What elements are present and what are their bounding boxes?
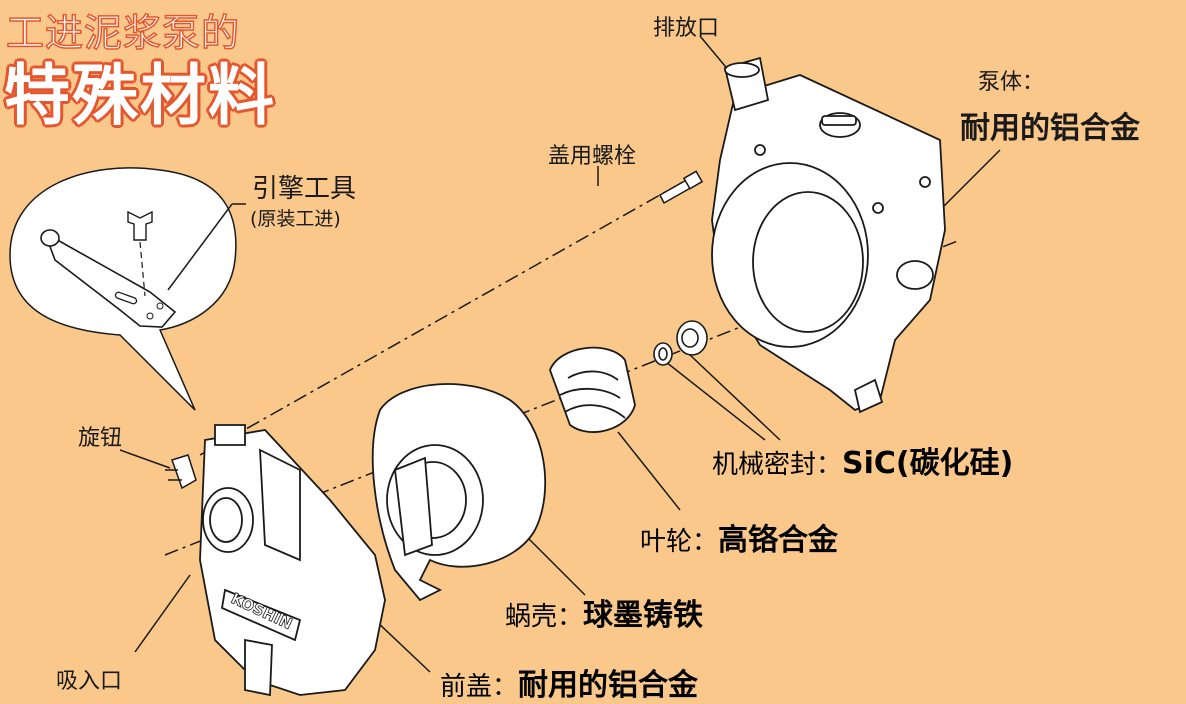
pump-body-material: 耐用的铝合金 <box>960 111 1140 146</box>
impeller-row: 叶轮：高铬合金 <box>640 515 838 559</box>
mech-seal-row: 机械密封：SiC(碳化硅) <box>712 438 1013 482</box>
title-line-2: 特殊材料 <box>4 57 276 134</box>
engine-tool-note: (原装工进) <box>250 208 341 230</box>
knob-part <box>165 454 197 490</box>
bolt-axis-line <box>199 177 691 456</box>
engine-tool-label: 引擎工具 <box>252 174 357 204</box>
volute-label: 蜗壳： <box>505 602 584 632</box>
cover-bolt-label: 盖用螺栓 <box>548 144 637 169</box>
mech-seal-material: SiC(碳化硅) <box>842 446 1014 481</box>
impeller-part <box>549 346 636 433</box>
mech-seal-label: 机械密封： <box>712 450 843 480</box>
mechanical-seal-part <box>653 320 708 366</box>
engine-tool-bubble <box>9 167 237 411</box>
impeller-label: 叶轮： <box>640 527 719 557</box>
front-cover-label: 前盖： <box>440 672 519 702</box>
front-cover-row: 前盖：耐用的铝合金 <box>440 660 698 704</box>
pump-body-label: 泵体： <box>978 70 1045 95</box>
leader-lines <box>119 35 1001 673</box>
inlet-label: 吸入口 <box>56 669 123 694</box>
volute-row: 蜗壳：球墨铸铁 <box>505 590 703 634</box>
outlet-label: 排放口 <box>653 16 720 41</box>
knob-label: 旋钮 <box>78 426 123 451</box>
cover-bolt-part <box>659 170 704 205</box>
title-line-1: 工进泥浆泵的 <box>5 10 241 56</box>
volute-material: 球墨铸铁 <box>583 598 704 633</box>
volute-part <box>371 383 546 602</box>
front-cover-part <box>199 424 386 697</box>
impeller-material: 高铬合金 <box>718 523 839 558</box>
front-cover-material: 耐用的铝合金 <box>518 668 699 703</box>
pump-body-part <box>711 56 946 414</box>
